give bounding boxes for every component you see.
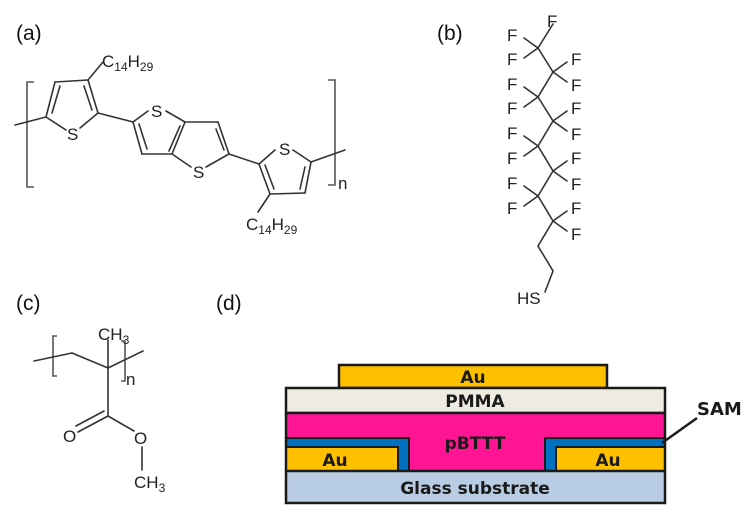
fluorine-atom: F (507, 124, 517, 143)
thiophene-ring-left (14, 61, 134, 131)
sulfur-atom: S (67, 125, 78, 144)
repeat-n: n (338, 174, 347, 193)
fluorine-atom: F (507, 75, 517, 94)
carbonyl-oxygen: O (63, 427, 76, 446)
sam-callout-line (661, 416, 698, 445)
panel-d-label: (d) (216, 292, 242, 315)
sam-callout-label: SAM (697, 399, 742, 420)
fluorine-atom: F (507, 26, 517, 45)
fluorocarbon-chain (523, 23, 568, 293)
fluorine-atom: F (571, 175, 581, 194)
pmma-layer (284, 386, 667, 415)
thiol-group: HS (517, 289, 541, 308)
fluorine-atom: F (507, 149, 517, 168)
methyl-group-bottom: CH3 (134, 473, 166, 495)
sulfur-atom: S (193, 163, 204, 182)
panel-d: (d) Au PMMA pBTTT Au Au Glass substrate … (216, 292, 742, 505)
fluorine-atom: F (571, 199, 581, 218)
panel-a: (a) n S C14H29 (14, 22, 347, 237)
drain-label: Au (595, 451, 620, 471)
fluorine-atom: F (507, 50, 517, 69)
alkyl-chain-bottom: C14H29 (246, 215, 298, 237)
panel-a-label: (a) (16, 22, 42, 45)
repeat-bracket-left (26, 81, 34, 188)
ester-oxygen: O (134, 429, 147, 448)
repeat-bracket-right (328, 79, 336, 186)
alkyl-chain-top: C14H29 (102, 52, 154, 74)
sulfur-atom: S (279, 140, 290, 159)
pmma-label: PMMA (445, 392, 505, 412)
fluorine-atom: F (507, 99, 517, 118)
fluorine-atom: F (571, 76, 581, 95)
pmma-repeat-unit (33, 335, 144, 471)
fluorine-atom: F (507, 199, 517, 218)
fluorine-atom: F (571, 50, 581, 69)
repeat-n: n (126, 370, 135, 389)
drain-au (555, 446, 666, 472)
repeat-bracket-left (52, 335, 57, 377)
fluorine-atom: F (547, 12, 557, 31)
top-gate-label: Au (460, 368, 485, 388)
fluorine-atom: F (571, 225, 581, 244)
methyl-group-top: CH3 (98, 325, 130, 347)
panel-c: (c) CH3 n O O CH3 (16, 292, 166, 495)
fluorine-atom: F (571, 149, 581, 168)
source-au (285, 446, 399, 472)
sulfur-atom: S (151, 102, 162, 121)
substrate-label: Glass substrate (400, 479, 550, 499)
fluorine-atom: F (571, 125, 581, 144)
panel-b: (b) F F F F F F F F (437, 12, 581, 308)
pbttt-label: pBTTT (445, 434, 506, 454)
source-label: Au (322, 451, 347, 471)
panel-c-label: (c) (16, 292, 41, 315)
thienothiophene-core (132, 110, 260, 168)
repeat-bracket-right (121, 340, 126, 382)
fluorine-atom: F (571, 99, 581, 118)
glass-substrate (284, 469, 667, 505)
thiophene-ring-right (257, 149, 346, 213)
panel-b-label: (b) (437, 22, 463, 45)
fluorine-atom: F (507, 174, 517, 193)
